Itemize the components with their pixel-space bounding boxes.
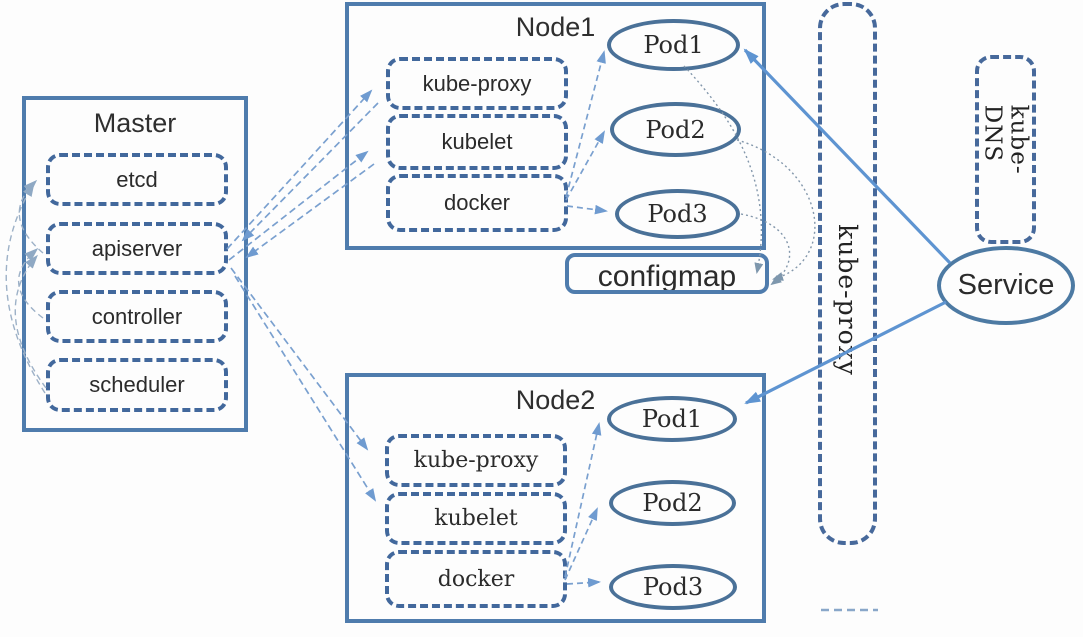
- configmap-box: configmap: [565, 253, 769, 294]
- kube-proxy-bar-label: kube-proxy: [833, 224, 862, 377]
- kube-dns-box: kube-DNS: [975, 55, 1036, 244]
- node2-pod3-label: Pod3: [642, 573, 704, 601]
- node1-title: Node1: [515, 12, 596, 42]
- node2-pod1-label: Pod1: [641, 405, 703, 433]
- node2-docker-label: docker: [437, 566, 515, 592]
- kube-dns-label: kube-DNS: [979, 104, 1032, 175]
- service-label: Service: [957, 269, 1055, 301]
- node1-pod2: Pod2: [610, 102, 741, 157]
- node2-kube-proxy-label: kube-proxy: [413, 448, 539, 473]
- node1-kubelet: kubelet: [386, 114, 568, 170]
- node1-docker-label: docker: [443, 190, 511, 215]
- master-item-apiserver: apiserver: [46, 222, 228, 275]
- node1-kube-proxy: kube-proxy: [386, 57, 568, 110]
- node1-pod3-label: Pod3: [647, 200, 708, 228]
- node2-docker: docker: [385, 550, 567, 608]
- scheduler-label: scheduler: [89, 372, 185, 397]
- master-item-etcd: etcd: [46, 153, 228, 206]
- kube-proxy-bar: kube-proxy: [818, 2, 877, 545]
- node1-pod1-label: Pod1: [643, 31, 704, 59]
- node1-pod2-label: Pod2: [645, 115, 706, 144]
- master-title: Master: [93, 108, 177, 138]
- node1-kube-proxy-label: kube-proxy: [422, 70, 532, 96]
- node2-title: Node2: [515, 385, 596, 415]
- node1-box: Node1 kube-proxy kubelet docker Pod1 Pod…: [345, 2, 766, 250]
- etcd-label: etcd: [116, 166, 158, 192]
- controller-label: controller: [91, 303, 183, 329]
- node2-pod3: Pod3: [609, 564, 737, 610]
- node2-box: Node2 kube-proxy kubelet docker Pod1 Pod…: [345, 373, 766, 623]
- master-box: Master etcd apiserver controller schedul…: [22, 96, 248, 432]
- node1-pod3: Pod3: [615, 189, 740, 239]
- master-item-controller: controller: [46, 290, 228, 343]
- node2-kubelet: kubelet: [385, 492, 567, 545]
- apiserver-label: apiserver: [91, 235, 183, 261]
- node2-pod1: Pod1: [607, 396, 737, 442]
- node1-kubelet-label: kubelet: [441, 129, 513, 154]
- service-ellipse: Service: [937, 246, 1075, 325]
- configmap-label: configmap: [597, 260, 737, 293]
- node1-docker: docker: [386, 174, 568, 232]
- node2-pod2-label: Pod2: [642, 489, 703, 517]
- master-item-scheduler: scheduler: [46, 358, 228, 412]
- node2-kube-proxy: kube-proxy: [385, 434, 567, 487]
- node2-pod2: Pod2: [609, 480, 736, 526]
- node1-pod1: Pod1: [607, 19, 740, 71]
- node2-kubelet-label: kubelet: [434, 506, 518, 531]
